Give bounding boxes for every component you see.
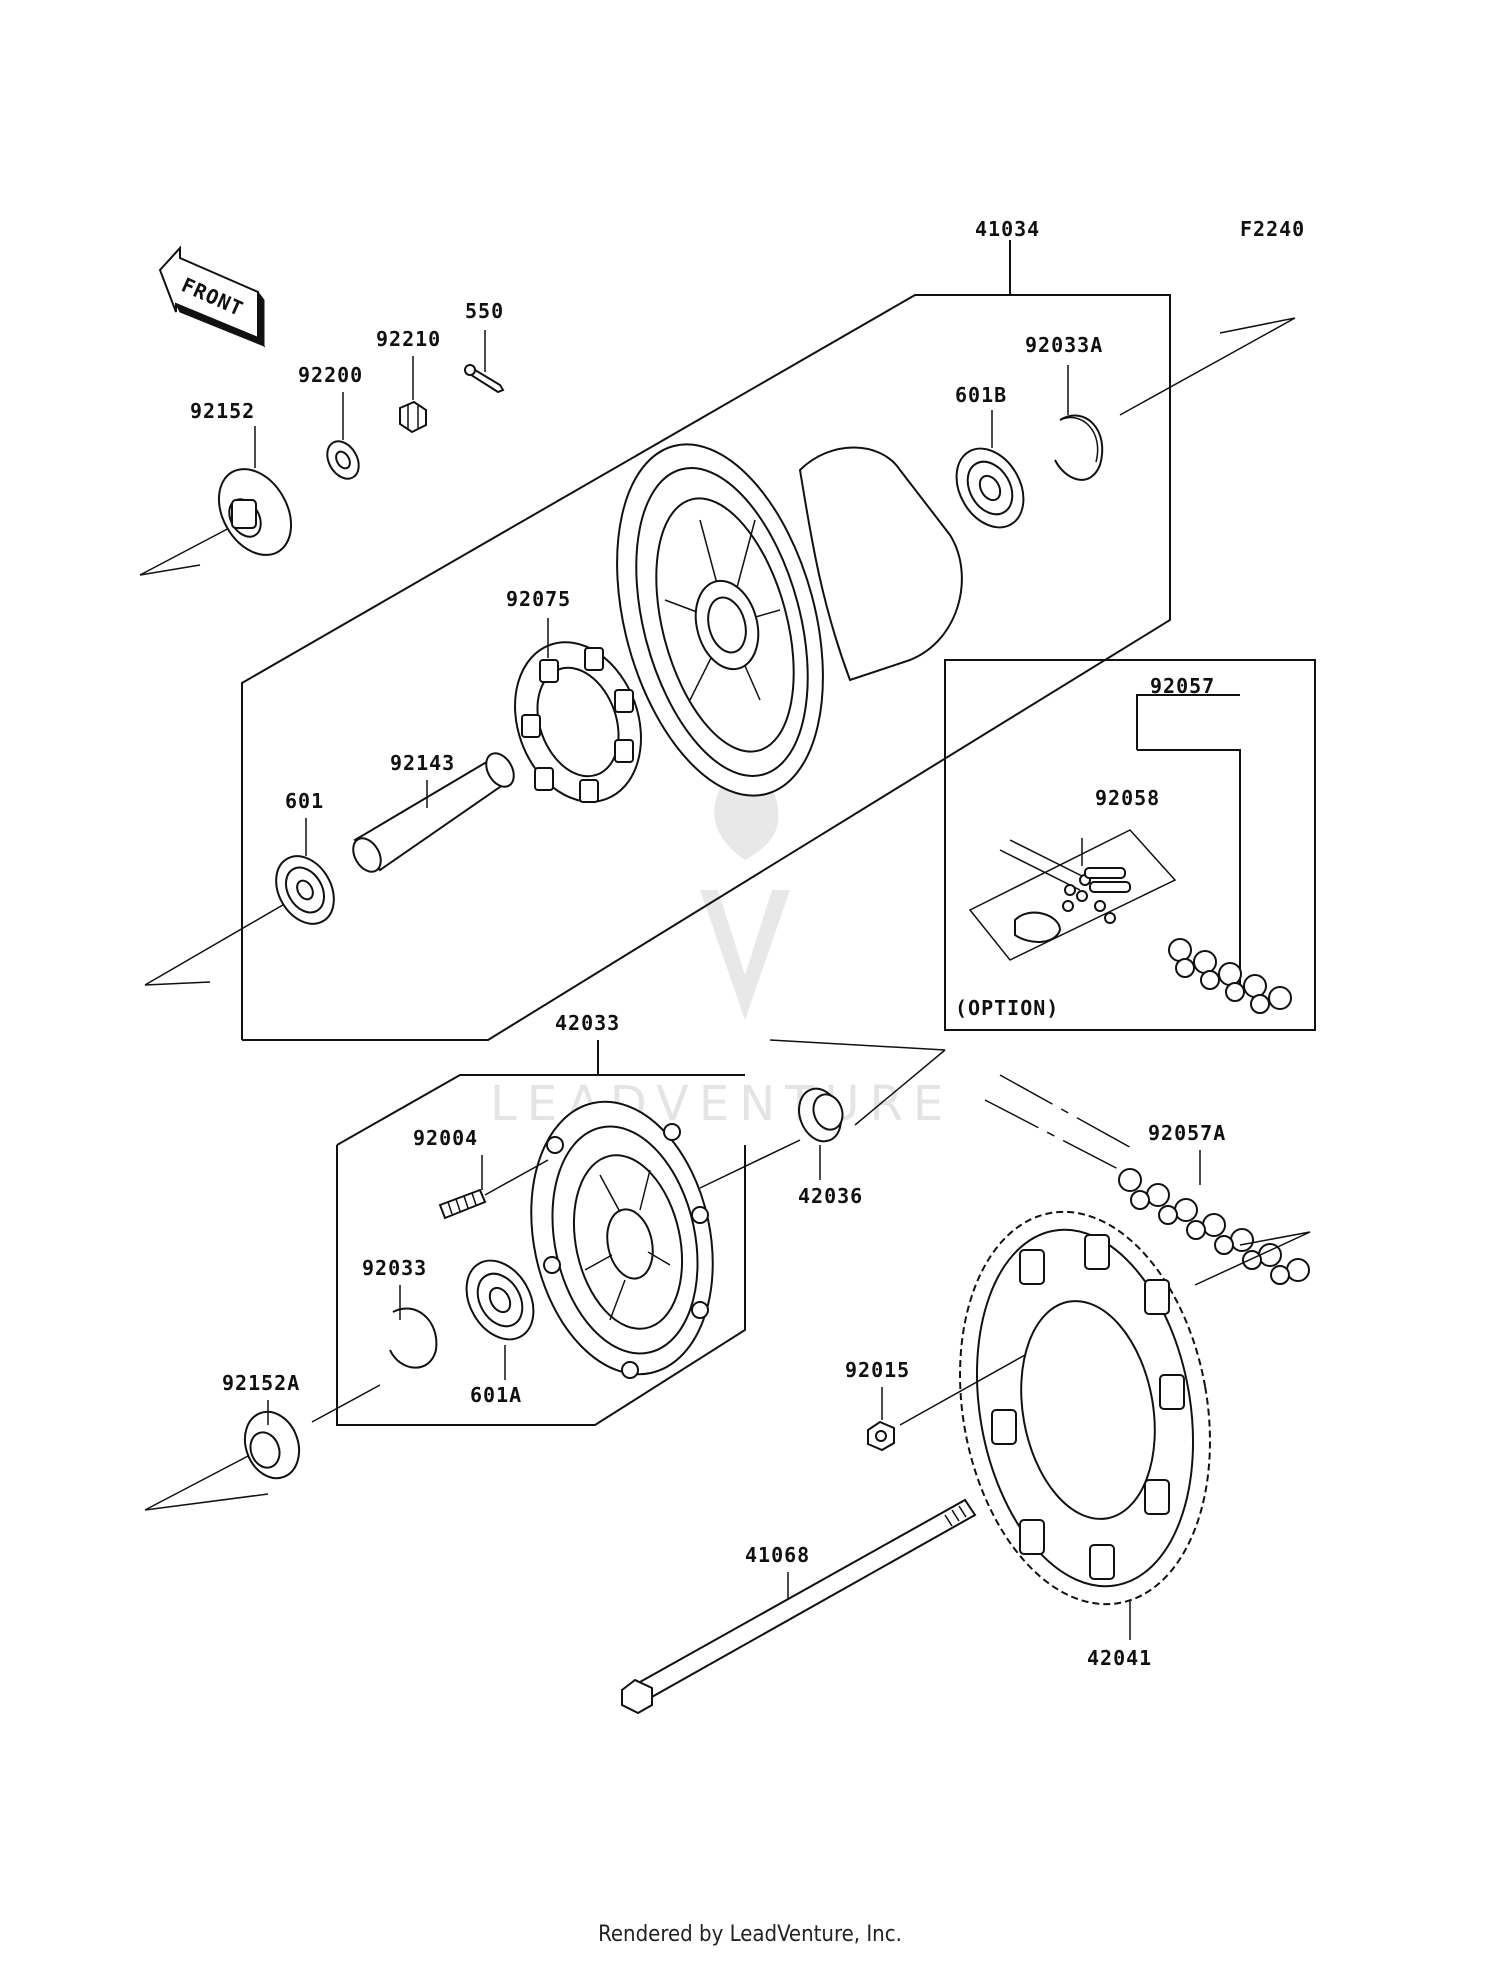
sprocket-hub-outline [336,1145,746,1426]
part-42036-collar[interactable] [792,1083,848,1147]
part-92075-damper[interactable] [494,624,663,819]
label-92058: 92058 [1095,786,1160,810]
label-92152: 92152 [190,399,255,423]
label-92075: 92075 [506,587,571,611]
part-92057-chain[interactable] [1168,938,1292,1014]
label-92143: 92143 [390,751,455,775]
part-92152a-collar[interactable] [236,1404,308,1486]
label-92057: 92057 [1150,674,1215,698]
label-92033a: 92033A [1025,333,1103,357]
label-42041: 42041 [1087,1646,1152,1670]
part-92033a-circlip[interactable] [1054,414,1104,481]
part-92004-stud[interactable] [438,1159,549,1220]
front-arrow-icon: FRONT [158,245,266,348]
part-92058-chain-joint[interactable] [968,829,1177,961]
label-92004: 92004 [413,1126,478,1150]
diagram-code: F2240 [1240,217,1305,241]
label-42036: 42036 [798,1184,863,1208]
part-41034-wheel-hub[interactable] [582,422,963,819]
label-550: 550 [465,299,504,323]
part-42041-sprocket[interactable] [930,1192,1239,1624]
part-550-cotter-pin[interactable] [464,364,505,394]
hub-assembly-outline [241,294,1171,1041]
option-box [944,659,1316,1031]
label-601b: 601B [955,383,1007,407]
label-42033: 42033 [555,1011,620,1035]
label-92033: 92033 [362,1256,427,1280]
footer-credit: Rendered by LeadVenture, Inc. [598,1922,902,1947]
label-41068: 41068 [745,1543,810,1567]
part-labels: 41034 92033A 601B 550 92210 92200 92152 … [190,217,1226,1670]
label-41034: 41034 [975,217,1040,241]
part-92057a-chain[interactable] [984,1074,1310,1285]
part-92015-nut[interactable] [867,1354,1026,1452]
part-601a-bearing[interactable] [453,1249,547,1352]
label-92210: 92210 [376,327,441,351]
label-601a: 601A [470,1383,522,1407]
part-92152-collar[interactable] [204,456,305,568]
label-601: 601 [285,789,324,813]
label-92057a: 92057A [1148,1121,1226,1145]
part-92200-washer[interactable] [321,436,365,485]
part-42033-coupling[interactable] [507,1085,737,1392]
label-92015: 92015 [845,1358,910,1382]
option-label: (OPTION) [955,996,1059,1020]
watermark: LEADVENTURE [490,760,943,1132]
part-92033-circlip[interactable] [389,1307,438,1369]
label-92200: 92200 [298,363,363,387]
part-41068-axle[interactable] [621,1498,977,1715]
part-601b-bearing[interactable] [943,437,1037,540]
label-92152a: 92152A [222,1371,300,1395]
part-92143-collar-tube[interactable] [348,748,520,876]
part-601-bearing[interactable] [264,846,345,934]
part-92210-nut[interactable] [399,400,427,434]
